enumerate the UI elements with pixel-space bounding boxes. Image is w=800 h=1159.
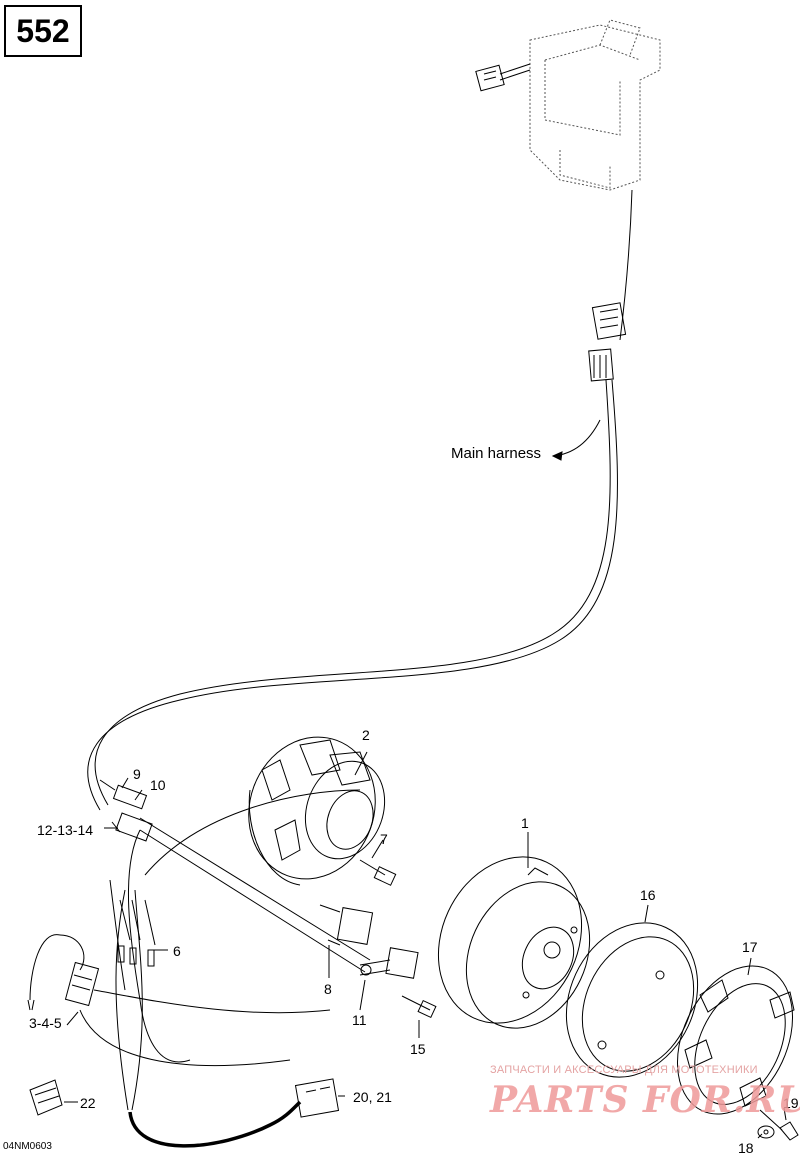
callout-6: 6 [173, 943, 181, 959]
ecu-connector [475, 63, 531, 92]
connector-20-21 [294, 1078, 340, 1118]
callout-9: 9 [133, 766, 141, 782]
connector-22 [29, 1079, 63, 1116]
watermark-brand: PARTS FOR.RU [490, 1079, 800, 1121]
watermark-tagline: ЗАПЧАСТИ И АКСЕССУАРЫ ДЛЯ МОТОТЕХНИКИ [490, 1064, 758, 1076]
callout-3-4-5: 3-4-5 [29, 1015, 62, 1031]
support-rail [139, 817, 371, 973]
callout-19: 19 [783, 1095, 799, 1111]
leader-lines [64, 751, 787, 1139]
ring-16 [565, 922, 699, 1078]
callout-16: 16 [640, 887, 656, 903]
callout-10: 10 [150, 777, 166, 793]
connector-12-13-14 [111, 812, 153, 842]
callout-1: 1 [521, 815, 529, 831]
trigger-coil-8 [319, 904, 374, 946]
callout-20-21: 20, 21 [353, 1089, 392, 1105]
flywheel-1 [437, 856, 591, 1029]
ecu-module-outline [529, 19, 661, 191]
washer-18 [757, 1125, 775, 1139]
main-harness-label: Main harness [451, 445, 542, 462]
main-harness-leader [552, 419, 601, 457]
figure-code: 04NM0603 [3, 1141, 52, 1152]
bolt-19 [759, 1109, 799, 1141]
callout-7: 7 [380, 831, 388, 847]
stator-assembly [248, 736, 386, 886]
ecu-cable [619, 189, 633, 341]
connector-9-10 [99, 779, 148, 810]
callout-15: 15 [410, 1041, 426, 1057]
callout-8: 8 [324, 981, 332, 997]
screw-15 [401, 995, 437, 1019]
main-harness-connector [588, 302, 627, 382]
cover-17 [676, 965, 795, 1115]
callout-2: 2 [362, 727, 370, 743]
page-number-box: 552 [4, 5, 82, 57]
callout-22: 22 [80, 1095, 96, 1111]
black-harness-bottom [128, 1100, 302, 1148]
callout-17: 17 [742, 939, 758, 955]
stator-wire-loop [127, 829, 191, 1063]
bolt-7 [359, 859, 397, 886]
callout-12-13-14: 12-13-14 [37, 822, 94, 838]
sensor-11 [359, 947, 419, 979]
callout-18: 18 [738, 1140, 754, 1156]
connector-3-4-5 [64, 961, 100, 1007]
callout-11: 11 [352, 1012, 367, 1028]
main-harness-cable-inner [94, 379, 611, 806]
